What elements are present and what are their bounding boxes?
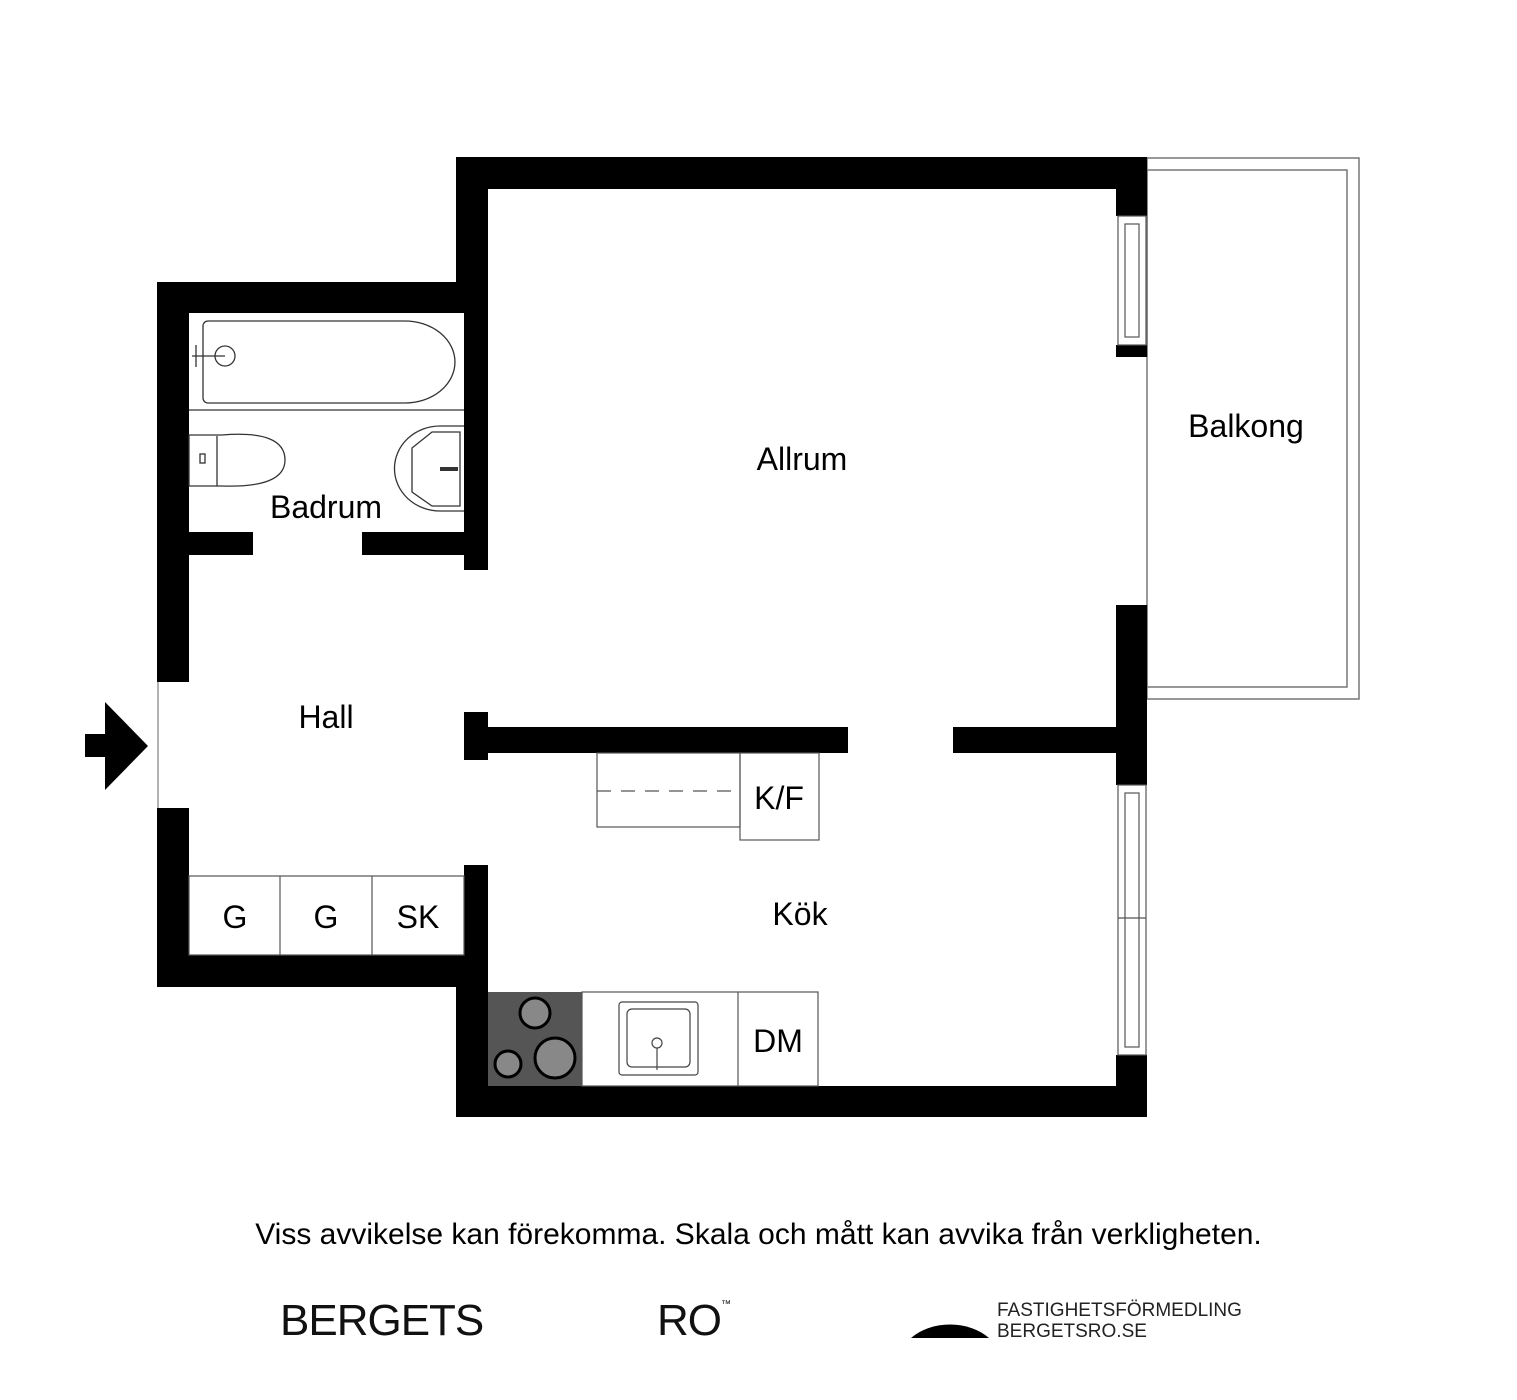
brand-line-1: FASTIGHETSFÖRMEDLING — [997, 1300, 1242, 1321]
closet-label: G — [223, 899, 248, 935]
logo-ro: RO™ — [657, 1296, 731, 1346]
bathtub-icon — [202, 320, 456, 404]
logo-bergets: BERGETS — [280, 1296, 484, 1345]
windows — [1117, 215, 1147, 1056]
fridge-freezer — [596, 752, 820, 841]
kitchen-sink-icon — [618, 1001, 699, 1076]
label-dm: DM — [753, 1023, 803, 1059]
closets — [188, 875, 465, 956]
closet-label: SK — [397, 899, 440, 935]
sink-icon — [393, 425, 464, 512]
room-label-badrum: Badrum — [270, 489, 382, 525]
room-label-hall: Hall — [298, 699, 353, 735]
entrance-arrow-icon — [85, 702, 148, 790]
logo-ro-text: RO — [657, 1296, 722, 1345]
walls — [157, 157, 1147, 1117]
kitchen-counter — [488, 991, 819, 1087]
room-label-balkong: Balkong — [1188, 408, 1304, 444]
brand-line-2: BERGETSRO.SE — [997, 1321, 1147, 1342]
brand-logo-icon — [911, 1324, 989, 1338]
toilet-icon — [188, 433, 286, 487]
closet-label: G — [314, 899, 339, 935]
room-label-allrum: Allrum — [757, 441, 848, 477]
brand-text: FASTIGHETSFÖRMEDLING BERGETSRO.SE — [997, 1300, 1242, 1342]
stove-icon — [493, 996, 577, 1080]
disclaimer: Viss avvikelse kan förekomma. Skala och … — [255, 1218, 1262, 1251]
label-kf: K/F — [754, 780, 804, 816]
bathroom-fixtures — [188, 320, 464, 512]
trademark: ™ — [721, 1299, 731, 1310]
room-label-kok: Kök — [772, 896, 828, 932]
